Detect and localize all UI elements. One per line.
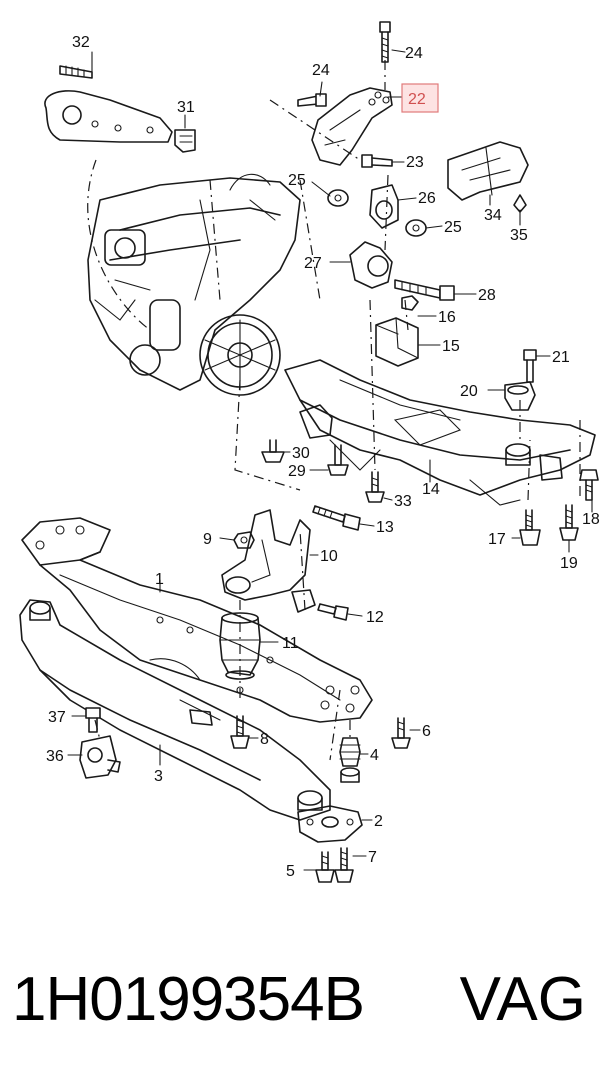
engine-mount-bracket-22 xyxy=(311,87,393,166)
bolt-8 xyxy=(230,715,250,749)
callout-11: 11 xyxy=(282,635,299,652)
callout-21: 21 xyxy=(552,349,570,366)
bolt-6 xyxy=(391,717,411,749)
subframe-3 xyxy=(19,599,331,821)
callout-6: 6 xyxy=(422,723,431,740)
callout-18: 18 xyxy=(582,511,600,528)
callout-7: 7 xyxy=(368,849,377,866)
brand-name: VAG xyxy=(459,965,586,1034)
bolt-12 xyxy=(317,603,349,621)
bolt-33 xyxy=(365,471,385,503)
callout-35: 35 xyxy=(510,227,528,244)
cover-34 xyxy=(447,141,529,213)
callout-9: 9 xyxy=(203,531,212,548)
callout-17: 17 xyxy=(488,531,506,548)
callout-4: 4 xyxy=(370,747,379,764)
mount-rubber-26 xyxy=(327,184,427,237)
callout-10: 10 xyxy=(320,548,338,565)
callout-37: 37 xyxy=(48,709,66,726)
callout-32: 32 xyxy=(72,34,90,51)
bracket-assembly-31-32 xyxy=(44,65,196,153)
callout-25-right: 25 xyxy=(444,219,462,236)
bolt-30 xyxy=(261,439,285,463)
callout-16: 16 xyxy=(438,309,456,326)
bolt-24-top xyxy=(379,21,391,63)
callout-14: 14 xyxy=(422,481,440,498)
callout-25-left: 25 xyxy=(288,172,306,189)
bolt-21 xyxy=(523,349,537,383)
assembly-guide-lines xyxy=(87,60,581,761)
bolt-23 xyxy=(361,154,393,168)
callout-19: 19 xyxy=(560,555,578,572)
bolt-17 xyxy=(519,509,541,546)
callout-1: 1 xyxy=(155,571,164,588)
nut-16 xyxy=(401,295,419,311)
callout-24-side: 24 xyxy=(312,62,330,79)
exploded-parts-diagram: 32 31 24 24 22 23 25 26 25 34 35 27 28 1… xyxy=(19,21,600,883)
callout-labels: 32 31 24 24 22 23 25 26 25 34 35 27 28 1… xyxy=(46,34,600,880)
callout-27: 27 xyxy=(304,255,322,272)
callout-31: 31 xyxy=(177,99,195,116)
callout-33: 33 xyxy=(394,493,412,510)
callout-15: 15 xyxy=(442,338,460,355)
bolt-18 xyxy=(579,469,599,501)
mount-27 xyxy=(349,241,455,301)
callout-12: 12 xyxy=(366,609,384,626)
callout-30: 30 xyxy=(292,445,310,462)
leader-lines xyxy=(67,49,593,871)
callout-24-top: 24 xyxy=(405,45,423,62)
mount-bracket-10 xyxy=(221,509,316,613)
callout-3: 3 xyxy=(154,768,163,785)
callout-13: 13 xyxy=(376,519,394,536)
part-number: 1H0199354B xyxy=(12,965,365,1034)
callout-5: 5 xyxy=(286,863,295,880)
mount-20 xyxy=(504,381,536,411)
bolt-24-side xyxy=(297,93,327,107)
engine-block xyxy=(87,173,301,396)
callout-20: 20 xyxy=(460,383,478,400)
subframe-14 xyxy=(284,359,596,506)
callout-8: 8 xyxy=(260,731,269,748)
bolt-19 xyxy=(559,504,579,541)
rear-mount-on-subframe xyxy=(505,443,563,481)
callout-2: 2 xyxy=(374,813,383,830)
bolt-29 xyxy=(327,444,349,476)
callout-28: 28 xyxy=(478,287,496,304)
footer-caption: 1H0199354B VAG xyxy=(0,960,600,1070)
callout-36: 36 xyxy=(46,748,64,765)
clamp-36 xyxy=(79,735,121,779)
crossmember-1 xyxy=(21,517,373,723)
callout-34: 34 xyxy=(484,207,502,224)
callout-22: 22 xyxy=(408,91,426,108)
bracket-2 xyxy=(297,805,363,843)
callout-29: 29 xyxy=(288,463,306,480)
bolt-7 xyxy=(334,847,354,883)
highlight-box-22 xyxy=(401,83,439,113)
callout-26: 26 xyxy=(418,190,436,207)
bolt-5 xyxy=(315,851,335,883)
bolt-13 xyxy=(312,505,361,531)
rubber-block-15 xyxy=(375,317,419,367)
callout-23: 23 xyxy=(406,154,424,171)
bolt-37 xyxy=(85,707,101,733)
rubber-mount-11 xyxy=(219,612,261,680)
rubber-bush-4 xyxy=(339,737,361,783)
